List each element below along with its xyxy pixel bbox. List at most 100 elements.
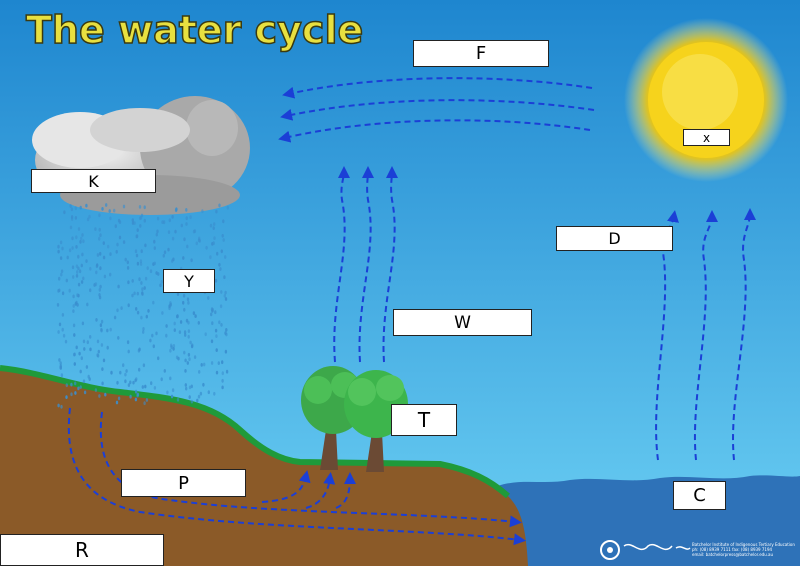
rain-drop [139, 224, 142, 228]
rain-drop [114, 224, 118, 229]
rain-drop [204, 332, 207, 337]
rain-drop [180, 223, 183, 228]
sun-icon [624, 18, 788, 182]
arrow-transpiration-1 [333, 166, 350, 363]
rain-drop [139, 262, 143, 266]
rain-drop [138, 277, 141, 282]
rain-drop [161, 311, 164, 315]
rain-drop [226, 205, 229, 210]
rain-drop [138, 205, 142, 209]
rain-drop [56, 303, 60, 307]
rain-drop [120, 306, 123, 310]
arrow-transpiration-3 [382, 166, 398, 363]
label-f[interactable]: F [413, 40, 549, 67]
rain-drop [209, 255, 212, 260]
rain-drop [75, 245, 78, 249]
rain-drop [117, 336, 120, 340]
rain-drop [60, 269, 64, 274]
rain-drop [136, 310, 140, 315]
rain-drop [68, 248, 72, 253]
label-k[interactable]: K [31, 169, 156, 193]
rain-drop [71, 246, 74, 250]
label-c[interactable]: C [673, 481, 726, 510]
label-d[interactable]: D [556, 226, 673, 251]
rain-drop [64, 339, 68, 344]
rain-drop [109, 272, 112, 277]
rain-drop [134, 389, 138, 394]
label-t[interactable]: T [391, 404, 457, 436]
rain-drop [74, 206, 78, 211]
page-title: The water cycle [25, 7, 364, 53]
rain-drop [80, 356, 84, 361]
arrow-evaporation-3 [732, 208, 756, 461]
rain-drop [213, 391, 216, 396]
rain-drop [220, 323, 223, 327]
rain-drop [190, 384, 193, 389]
rain-drop [101, 367, 104, 371]
rain-drop [177, 356, 180, 361]
rain-drop [82, 239, 85, 244]
rain-drop [75, 345, 78, 350]
rain-drop [185, 222, 188, 226]
rain-drop [72, 323, 76, 328]
rain-drop [73, 362, 77, 366]
label-x[interactable]: x [683, 129, 730, 146]
rain-drop [122, 240, 126, 245]
rain-drop [192, 311, 196, 316]
rain-drop [186, 244, 189, 249]
rain-drop [60, 272, 63, 277]
label-r[interactable]: R [0, 534, 164, 566]
rain-drop [170, 345, 173, 349]
rain-drop [162, 253, 165, 258]
rain-drop [160, 279, 163, 284]
rain-drop [155, 331, 158, 336]
rain-drop [221, 371, 224, 376]
rain-drop [81, 252, 84, 257]
rain-drop [99, 284, 102, 289]
rain-drop [210, 361, 214, 365]
rain-drop [141, 292, 144, 296]
rain-drop [57, 330, 60, 334]
rain-drop [184, 358, 187, 363]
rain-drop [183, 330, 187, 335]
rain-drop [171, 236, 175, 241]
label-w[interactable]: W [393, 309, 532, 336]
rain-drop [77, 282, 81, 287]
rain-drop [184, 383, 187, 387]
rain-drop [88, 214, 91, 219]
rain-drop [194, 314, 197, 318]
rain-drop [157, 356, 160, 361]
rain-drop [76, 270, 79, 274]
rain-drop [153, 386, 157, 390]
rain-drop [179, 320, 183, 324]
rain-drop [153, 246, 156, 251]
rain-drop [132, 380, 135, 385]
rain-drop [72, 275, 75, 279]
rain-drop [190, 344, 194, 349]
rain-drop [79, 205, 82, 210]
rain-drop [193, 229, 197, 234]
rain-drop [57, 403, 60, 408]
rain-drop [102, 358, 106, 363]
rain-drop [113, 315, 117, 320]
rain-drop [153, 261, 156, 266]
rain-drop [187, 334, 190, 339]
rain-drop [74, 302, 78, 306]
rain-drop [145, 314, 148, 319]
rain-drop [106, 345, 109, 350]
rain-drop [73, 352, 76, 357]
rain-drop [185, 386, 188, 391]
rain-drop [99, 323, 103, 328]
label-p[interactable]: P [121, 469, 246, 497]
rain-drop [182, 300, 185, 305]
rain-drop [75, 274, 79, 278]
rain-drop [135, 253, 139, 258]
rain-drop [95, 318, 98, 322]
label-y[interactable]: Y [163, 269, 215, 293]
rain-drop [218, 320, 221, 325]
rain-drop [109, 327, 112, 332]
rain-drop [98, 236, 101, 241]
rain-drop [117, 396, 121, 401]
rain-drop [116, 308, 119, 313]
rain-drop [143, 286, 146, 290]
